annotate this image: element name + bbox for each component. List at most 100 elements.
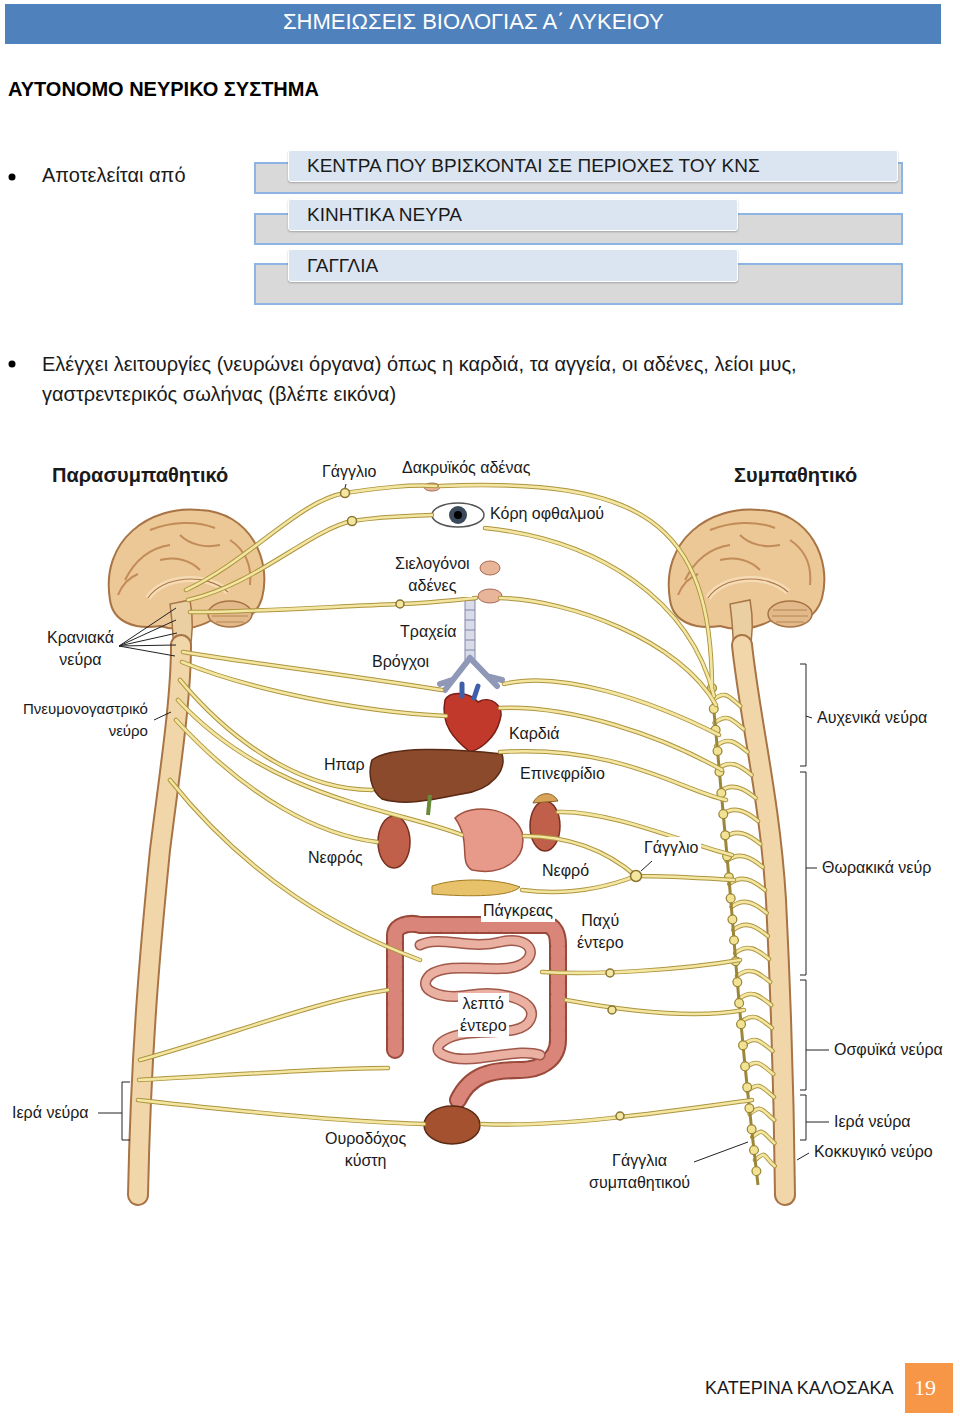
spinal-nerve — [752, 1132, 774, 1143]
spinal-nerve — [727, 856, 763, 867]
ganglion — [616, 1112, 624, 1120]
leader-line — [800, 664, 812, 766]
spinal-nerve — [727, 856, 763, 867]
leader-line — [345, 484, 346, 488]
part-label: Νεφρό — [540, 860, 591, 882]
part-label: Καρδιά — [507, 723, 562, 745]
leader-line — [154, 712, 171, 720]
bullet — [9, 361, 16, 368]
part-label: Δακρυϊκός αδένας — [400, 457, 532, 479]
ganglion — [348, 517, 357, 526]
leader-line — [641, 861, 652, 871]
part-label: Νεφρός — [306, 847, 365, 869]
sympathetic-chain — [712, 688, 758, 1185]
organ — [395, 924, 558, 1100]
organ — [432, 503, 484, 527]
ganglion — [631, 871, 642, 882]
header-bar — [5, 4, 941, 44]
list-box: ΚΕΝΤΡΑ ΠΟΥ ΒΡΙΣΚΟΝΤΑΙ ΣΕ ΠΕΡΙΟΧΕΣ ΤΟΥ ΚΝ… — [288, 150, 898, 182]
ganglion — [396, 600, 404, 608]
ganglion — [608, 1006, 616, 1014]
ganglion — [341, 489, 642, 1121]
leader-line — [800, 980, 829, 1090]
part-label: Θωρακικά νεύρ — [820, 857, 933, 879]
organ — [370, 483, 560, 1144]
leader-line — [98, 1082, 130, 1140]
part-label: Γάγγλιο — [320, 461, 379, 483]
leader-line — [119, 608, 177, 656]
part-label: Τραχεία — [398, 621, 458, 643]
organ — [462, 684, 478, 698]
part-label: Ιερά νεύρα — [832, 1111, 913, 1133]
figure-heading: Συμπαθητικό — [732, 464, 859, 486]
box-text: 19 — [914, 1375, 936, 1401]
spinal-nerve — [733, 925, 767, 936]
organ — [444, 693, 501, 752]
organ — [449, 506, 467, 524]
spinal-nerve — [755, 1155, 775, 1166]
part-label: Πάγκρεας — [481, 900, 555, 922]
leader-line — [800, 772, 817, 975]
part-label: Ιερά νεύρα — [10, 1102, 91, 1124]
organ — [432, 880, 520, 896]
spinal-nerve — [735, 948, 769, 959]
part-label: Κόρη οφθαλμού — [488, 503, 606, 525]
box-text: ΚΙΝΗΤΙΚΑ ΝΕΥΡΑ — [307, 204, 462, 226]
organ — [454, 511, 462, 519]
nerve — [138, 485, 752, 1124]
part-label: Γάγγλιο — [642, 837, 701, 859]
organ — [420, 941, 540, 1059]
leader-line — [694, 1142, 748, 1162]
part-label: Ουροδόχος κύστη — [323, 1128, 408, 1172]
part-label: Κοκκυγικό νεύρο — [812, 1141, 935, 1163]
part-label: Αυχενικά νεύρα — [815, 707, 929, 729]
organ — [533, 794, 558, 803]
part-label: Παχύ έντερο — [575, 910, 626, 954]
bullet — [9, 174, 16, 181]
spinal-nerve — [735, 948, 769, 959]
organ — [480, 561, 500, 575]
box-text: ΓΑΓΓΛΙΑ — [307, 255, 378, 277]
part-label: Σιελογόνοι αδένες — [393, 553, 472, 597]
organ — [428, 795, 430, 815]
part-label: Κρανιακά νεύρα — [45, 627, 116, 671]
figure-heading: Παρασυμπαθητικό — [50, 464, 230, 486]
ganglion — [606, 969, 614, 977]
list-box: ΚΙΝΗΤΙΚΑ ΝΕΥΡΑ — [288, 199, 738, 231]
part-label: Βρόγχοι — [370, 651, 431, 673]
organ — [378, 816, 410, 868]
bullet-text: Αποτελείται από — [42, 164, 186, 186]
spinal-nerve — [732, 902, 767, 913]
list-box: ΓΑΓΓΛΙΑ — [288, 249, 738, 282]
brain — [669, 510, 825, 652]
author-name: ΚΑΤΕΡΙΝΑ ΚΑΛΟΣΑΚΑ — [705, 1377, 894, 1399]
organ — [465, 600, 475, 660]
part-label: Οσφυϊκά νεύρα — [832, 1039, 945, 1061]
spinal-nerve — [755, 1155, 775, 1166]
sympathetic-chain — [712, 688, 758, 1185]
organ — [440, 658, 502, 690]
nerve — [440, 485, 752, 1124]
organ — [420, 941, 540, 1059]
part-label: Πνευμονογαστρικό νεύρο — [21, 698, 150, 742]
leader-line — [98, 484, 829, 1162]
part-label: λεπτό έντερο — [458, 993, 509, 1037]
page-number-box: 19 — [905, 1363, 953, 1413]
organ — [370, 749, 503, 802]
spinal-nerve — [713, 695, 775, 1166]
part-label: Επινεφρίδιο — [518, 763, 607, 785]
spinal-nerve — [732, 902, 767, 913]
organ — [465, 610, 475, 650]
organ — [530, 801, 560, 851]
organ — [478, 589, 502, 603]
part-label: Ηπαρ — [322, 754, 367, 776]
sympathetic-chain — [712, 688, 758, 1185]
leader-line — [797, 1153, 809, 1160]
nervous-system-illustration — [98, 483, 829, 1195]
spinal-nerve — [737, 971, 770, 982]
page-heading: ΑΥΤΟΝΟΜΟ ΝΕΥΡΙΚΟ ΣΥΣΤΗΜΑ — [8, 78, 319, 100]
box-text: ΚΕΝΤΡΑ ΠΟΥ ΒΡΙΣΚΟΝΤΑΙ ΣΕ ΠΕΡΙΟΧΕΣ ΤΟΥ ΚΝ… — [307, 155, 760, 177]
bullet-text: Ελέγχει λειτουργίες (νευρώνει όργανα) όπ… — [42, 349, 922, 409]
sympathetic-chain — [712, 688, 758, 1185]
